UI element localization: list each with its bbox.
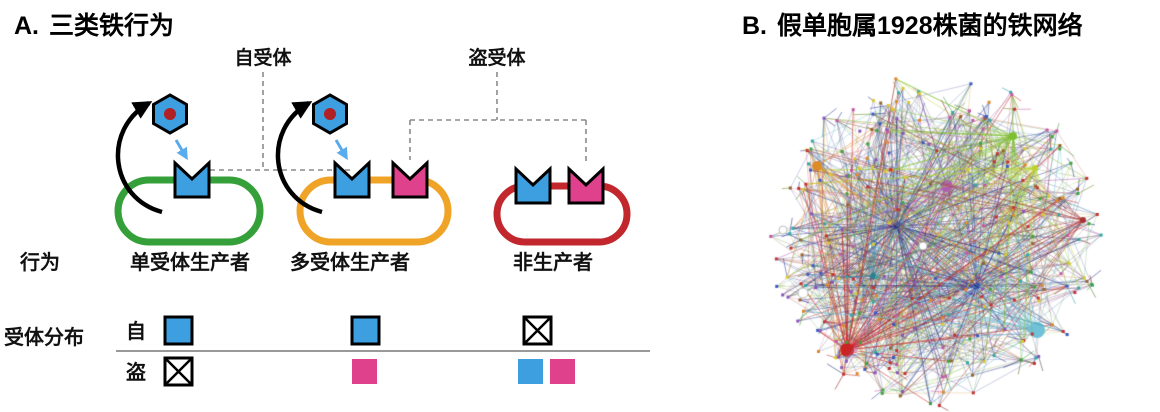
row-label-pirate: 盗 — [126, 360, 146, 384]
crossed-box-x — [523, 316, 552, 345]
cell-label-multi-producer: 多受体生产者 — [290, 250, 410, 274]
panel-b-title-text: 假单胞属1928株菌的铁网络 — [777, 12, 1083, 40]
iron-core-icon — [324, 108, 336, 120]
cell-label-non-producer: 非生产者 — [513, 250, 593, 274]
behavior-row-label: 行为 — [19, 250, 60, 274]
crossed-box-icon — [522, 315, 553, 346]
uptake-arrow — [334, 139, 348, 161]
secretion-arrow — [115, 101, 163, 215]
iron-core-icon — [164, 108, 176, 120]
pirate-receptor-blue-square — [518, 359, 543, 384]
pirate-receptor-blue-icon — [514, 165, 552, 205]
multi-receptor-producer-cell — [275, 93, 452, 246]
panel-a-letter: A. — [14, 12, 39, 40]
self-receptor-present-square — [350, 315, 381, 346]
pirate-receptor-pink-icon — [567, 165, 605, 205]
secretion-arrow — [275, 101, 323, 215]
crossed-box-x — [164, 357, 193, 386]
receptor-distribution-label: 受体分布 — [4, 325, 84, 349]
single-receptor-producer-cell — [114, 93, 264, 246]
cell-label-single-producer: 单受体生产者 — [130, 250, 250, 274]
uptake-arrow — [174, 139, 188, 161]
self-receptor-icon — [173, 159, 211, 199]
pirate-receptor-pink-square — [352, 359, 377, 384]
panel-b-title: B. 假单胞属1928株菌的铁网络 — [742, 6, 1083, 42]
row-label-self: 自 — [126, 319, 146, 343]
panel-a-title: A. 三类铁行为 — [14, 6, 174, 42]
self-receptor-present-square — [163, 315, 194, 346]
iron-network-graph — [660, 38, 1160, 412]
pirate-receptor-callout — [409, 72, 587, 165]
non-producer-cell — [493, 165, 631, 246]
crossed-box-icon — [163, 356, 194, 387]
iron-behavior-diagram: 自受体 盗受体 — [4, 46, 650, 387]
panel-a-title-text: 三类铁行为 — [49, 12, 175, 40]
panel-b-letter: B. — [742, 12, 767, 40]
pirate-receptor-icon — [391, 159, 429, 199]
self-receptor-icon — [333, 159, 371, 199]
pirate-receptor-pink-square — [550, 359, 575, 384]
self-receptor-label: 自受体 — [234, 46, 292, 69]
self-receptor-callout — [210, 72, 352, 171]
pirate-receptor-label: 盗受体 — [468, 46, 526, 69]
